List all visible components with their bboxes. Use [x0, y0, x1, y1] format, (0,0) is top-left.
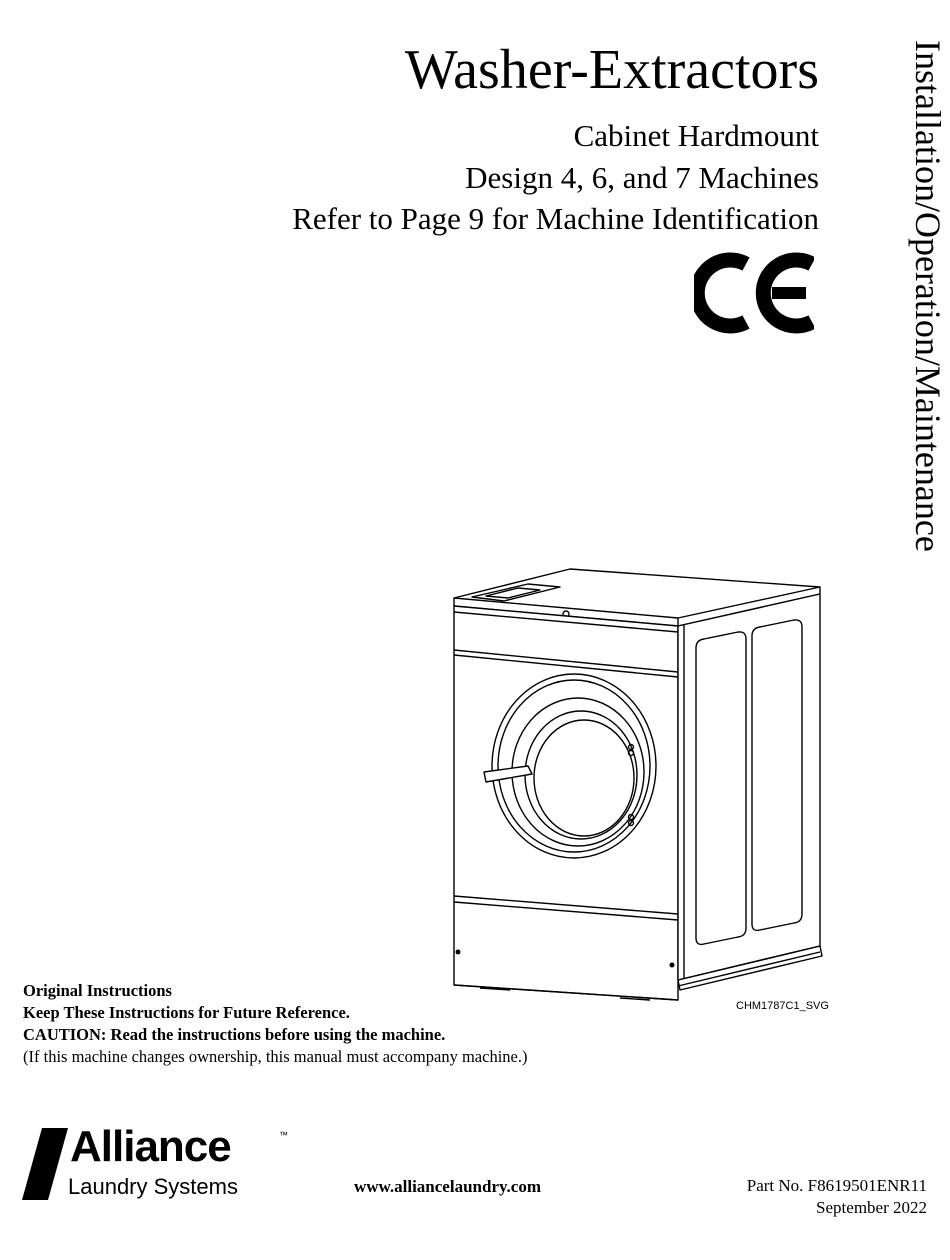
washer-illustration [453, 568, 823, 1001]
subtitle-design: Design 4, 6, and 7 Machines [465, 160, 819, 195]
caution-note: CAUTION: Read the instructions before us… [23, 1025, 446, 1044]
subtitle-reference: Refer to Page 9 for Machine Identificati… [292, 201, 819, 236]
part-info: Part No. F8619501ENR11 September 2022 [747, 1175, 927, 1219]
ownership-note: (If this machine changes ownership, this… [23, 1047, 528, 1066]
brand-subtitle: Laundry Systems [68, 1174, 238, 1199]
brand-name: Alliance [70, 1122, 232, 1171]
document-title: Washer-Extractors [404, 39, 819, 101]
alliance-slash-icon [22, 1128, 68, 1200]
website-link[interactable]: www.alliancelaundry.com [354, 1177, 542, 1196]
trademark-symbol: ™ [279, 1130, 288, 1140]
alliance-logo: Alliance ™ Laundry Systems [22, 1122, 302, 1202]
ce-mark-icon [694, 252, 814, 334]
publication-date: September 2022 [816, 1198, 927, 1217]
instructions-block: Original Instructions Keep These Instruc… [23, 980, 527, 1068]
part-number: Part No. F8619501ENR11 [746, 1176, 927, 1195]
side-title: Installation/Operation/Maintenance [908, 40, 948, 552]
keep-instructions-note: Keep These Instructions for Future Refer… [23, 1003, 350, 1022]
figure-code: CHM1787C1_SVG [736, 1000, 829, 1012]
subtitle-cabinet: Cabinet Hardmount [573, 118, 819, 153]
original-instructions-label: Original Instructions [23, 981, 172, 1000]
